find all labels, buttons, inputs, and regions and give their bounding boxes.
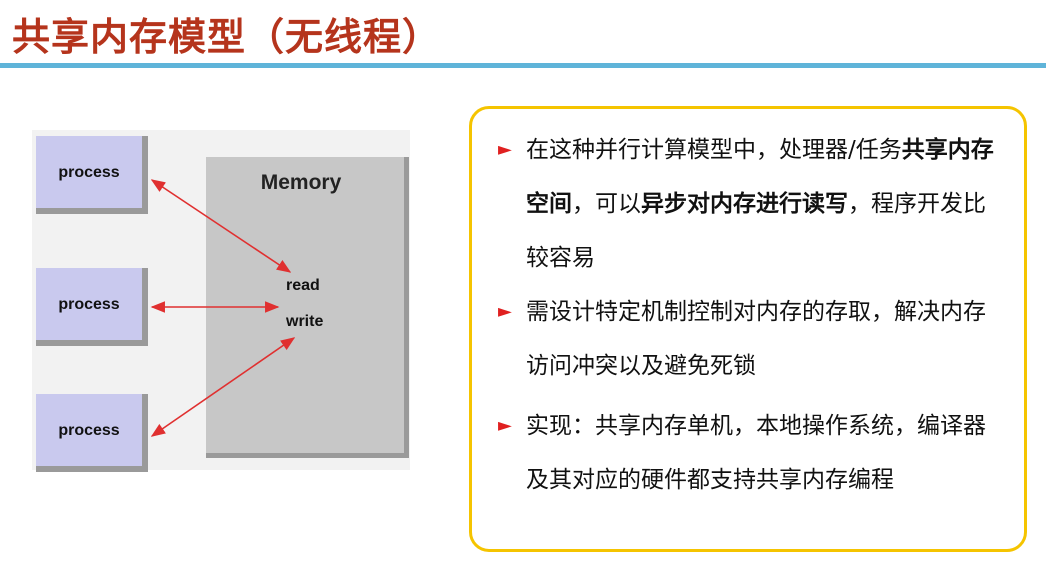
bullet-3: ► 实现：共享内存单机，本地操作系统，编译器及其对应的硬件都支持共享内存编程 — [498, 399, 998, 507]
bullet-marker-icon: ► — [498, 415, 512, 436]
process-label-3: process — [58, 422, 120, 439]
text-panel: ► 在这种并行计算模型中，处理器/任务共享内存空间，可以异步对内存进行读写，程序… — [469, 106, 1027, 552]
bullet-1-run-1: 在这种并行计算模型中，处理器/任务 — [526, 137, 902, 163]
bullet-3-run-1: 实现：共享内存单机，本地操作系统，编译器及其对应的硬件都支持共享内存编程 — [526, 413, 986, 493]
process-label-1: process — [58, 164, 120, 181]
bullet-2-run-1: 需设计特定机制控制对内存的存取，解决内存访问冲突以及避免死锁 — [526, 299, 986, 379]
bullet-text-1: 在这种并行计算模型中，处理器/任务共享内存空间，可以异步对内存进行读写，程序开发… — [498, 123, 998, 285]
bullet-1: ► 在这种并行计算模型中，处理器/任务共享内存空间，可以异步对内存进行读写，程序… — [498, 123, 998, 285]
process-label-2: process — [58, 296, 120, 313]
process-box-1: process — [36, 136, 148, 214]
process-box-3: process — [36, 394, 148, 472]
bullet-1-run-3: ，可以 — [572, 191, 641, 217]
page-title: 共享内存模型（无线程） — [12, 15, 442, 59]
bullet-text-2: 需设计特定机制控制对内存的存取，解决内存访问冲突以及避免死锁 — [498, 285, 998, 393]
bullet-marker-icon: ► — [498, 139, 512, 160]
bullet-1-run-4: 异步对内存进行读写 — [641, 191, 848, 217]
bullet-1-run-5: ，程序开发比较容易 — [526, 191, 986, 271]
read-label: read — [286, 277, 320, 294]
write-label: write — [286, 313, 324, 330]
bullet-1-run-2: 共享内存空间 — [526, 137, 994, 217]
memory-label: Memory — [260, 171, 342, 194]
title-divider — [0, 63, 1046, 68]
process-box-2: process — [36, 268, 148, 346]
bullet-text-3: 实现：共享内存单机，本地操作系统，编译器及其对应的硬件都支持共享内存编程 — [498, 399, 998, 507]
memory-block: Memory read write — [206, 157, 409, 458]
bullet-marker-icon: ► — [498, 301, 512, 322]
bullet-2: ► 需设计特定机制控制对内存的存取，解决内存访问冲突以及避免死锁 — [498, 285, 998, 393]
